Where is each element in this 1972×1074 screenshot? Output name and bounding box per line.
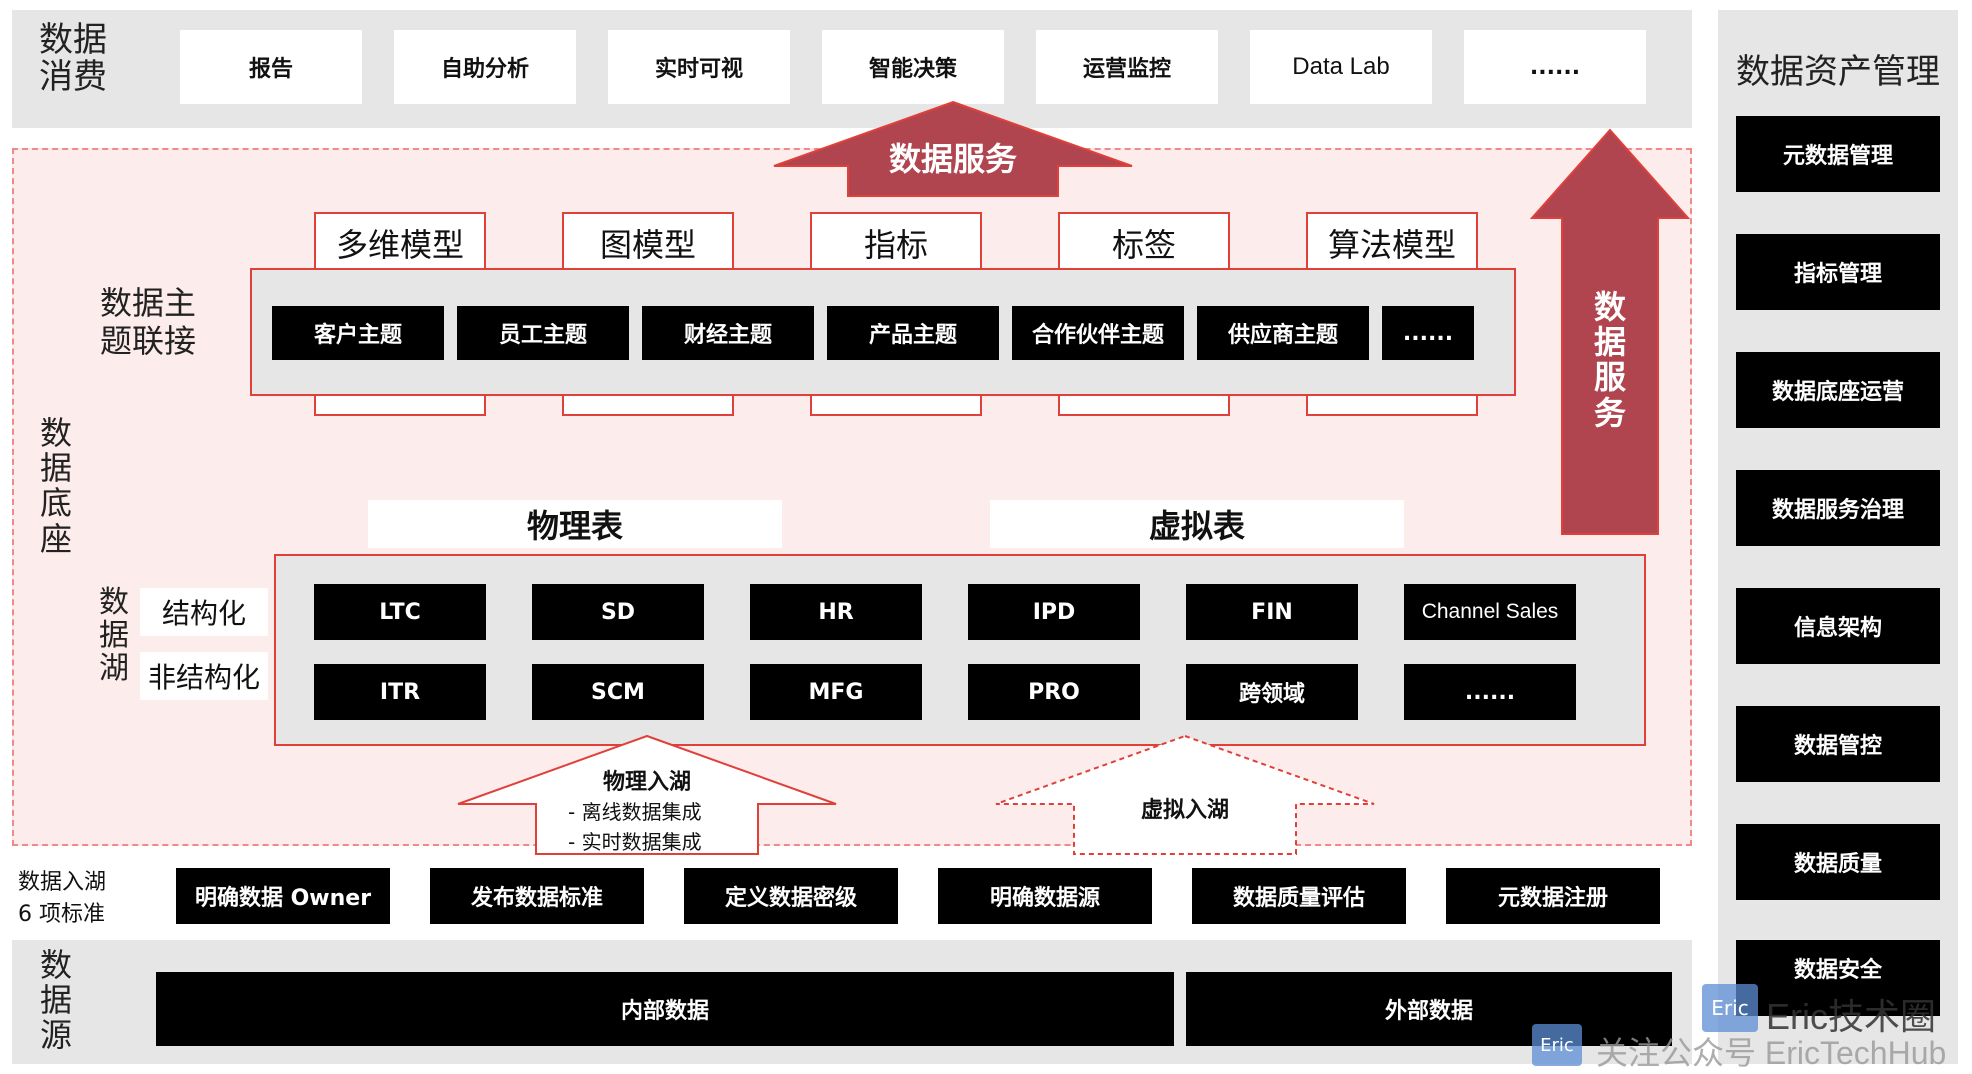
consumption-item-realtime-visual: 实时可视 [608,30,790,104]
asset-data-security: 数据安全 [1736,940,1940,1016]
lake-pro: PRO [968,664,1140,720]
lake-label: 数据湖 [99,585,129,686]
topic-customer: 客户主题 [272,306,444,360]
asset-data-control: 数据管控 [1736,706,1940,782]
topic-product: 产品主题 [827,306,999,360]
asset-info-architecture: 信息架构 [1736,588,1940,664]
lake-unstructured-label: 非结构化 [140,652,268,700]
consumption-item-data-lab: Data Lab [1250,30,1432,104]
consumption-item-smart-decision: 智能决策 [822,30,1004,104]
data-service-side-label: 数据服务 [1593,288,1626,432]
physical-ingest-title: 物理入湖 [602,770,691,795]
virtual-ingest-title: 虚拟入湖 [1140,798,1229,823]
lake-scm: SCM [532,664,704,720]
consumption-item-ops-monitor: 运营监控 [1036,30,1218,104]
physical-table-tab: 物理表 [368,500,782,548]
asset-foundation-ops: 数据底座运营 [1736,352,1940,428]
data-service-side-arrow [1529,128,1691,535]
consumption-label: 数据消费 [39,20,107,98]
lake-sd: SD [532,584,704,640]
standard-publish-standard: 发布数据标准 [430,868,644,924]
lake-structured-label: 结构化 [140,588,268,636]
lake-channel-sales: Channel Sales [1404,584,1576,640]
standards-label-line2: 6 项标准 [18,902,105,927]
source-label: 数据源 [39,946,72,1055]
watermark-logo-bottom: Eric [1532,1024,1582,1066]
virtual-ingest-arrow [995,734,1375,855]
standards-label-line1: 数据入湖 [18,870,107,895]
topic-employee: 员工主题 [457,306,629,360]
foundation-label: 数据底座 [39,414,72,558]
watermark-line2: 关注公众号 EricTechHub [1596,1035,1947,1071]
lake-cross-domain: 跨领域 [1186,664,1358,720]
lake-fin: FIN [1186,584,1358,640]
physical-ingest-arrow [457,734,837,855]
source-internal: 内部数据 [156,972,1174,1046]
asset-metadata-mgmt: 元数据管理 [1736,116,1940,192]
consumption-item-self-analysis: 自助分析 [394,30,576,104]
asset-metric-mgmt: 指标管理 [1736,234,1940,310]
lake-more: ...... [1404,664,1576,720]
virtual-table-tab: 虚拟表 [990,500,1404,548]
watermark-line1: Eric技术圈 [1766,996,1936,1037]
topic-label: 数据主题联接 [100,284,197,361]
data-service-top-label: 数据服务 [888,140,1017,178]
watermark-logo-top: Eric [1702,984,1758,1032]
standard-data-owner: 明确数据 Owner [176,868,390,924]
topic-supplier: 供应商主题 [1197,306,1369,360]
lake-hr: HR [750,584,922,640]
standard-metadata-registration: 元数据注册 [1446,868,1660,924]
data-service-up-arrow [773,100,1133,197]
standard-quality-assessment: 数据质量评估 [1192,868,1406,924]
asset-service-governance: 数据服务治理 [1736,470,1940,546]
physical-ingest-offline: - 离线数据集成 [568,800,702,824]
lake-itr: ITR [314,664,486,720]
standard-data-source: 明确数据源 [938,868,1152,924]
topic-finance: 财经主题 [642,306,814,360]
lake-ltc: LTC [314,584,486,640]
physical-ingest-realtime: - 实时数据集成 [568,830,702,854]
asset-data-quality: 数据质量 [1736,824,1940,900]
lake-ipd: IPD [968,584,1140,640]
standard-classification: 定义数据密级 [684,868,898,924]
source-external: 外部数据 [1186,972,1672,1046]
topic-more: ...... [1382,306,1474,360]
consumption-item-more: ...... [1464,30,1646,104]
asset-mgmt-title: 数据资产管理 [1736,52,1940,92]
topic-partner: 合作伙伴主题 [1012,306,1184,360]
consumption-item-report: 报告 [180,30,362,104]
lake-mfg: MFG [750,664,922,720]
